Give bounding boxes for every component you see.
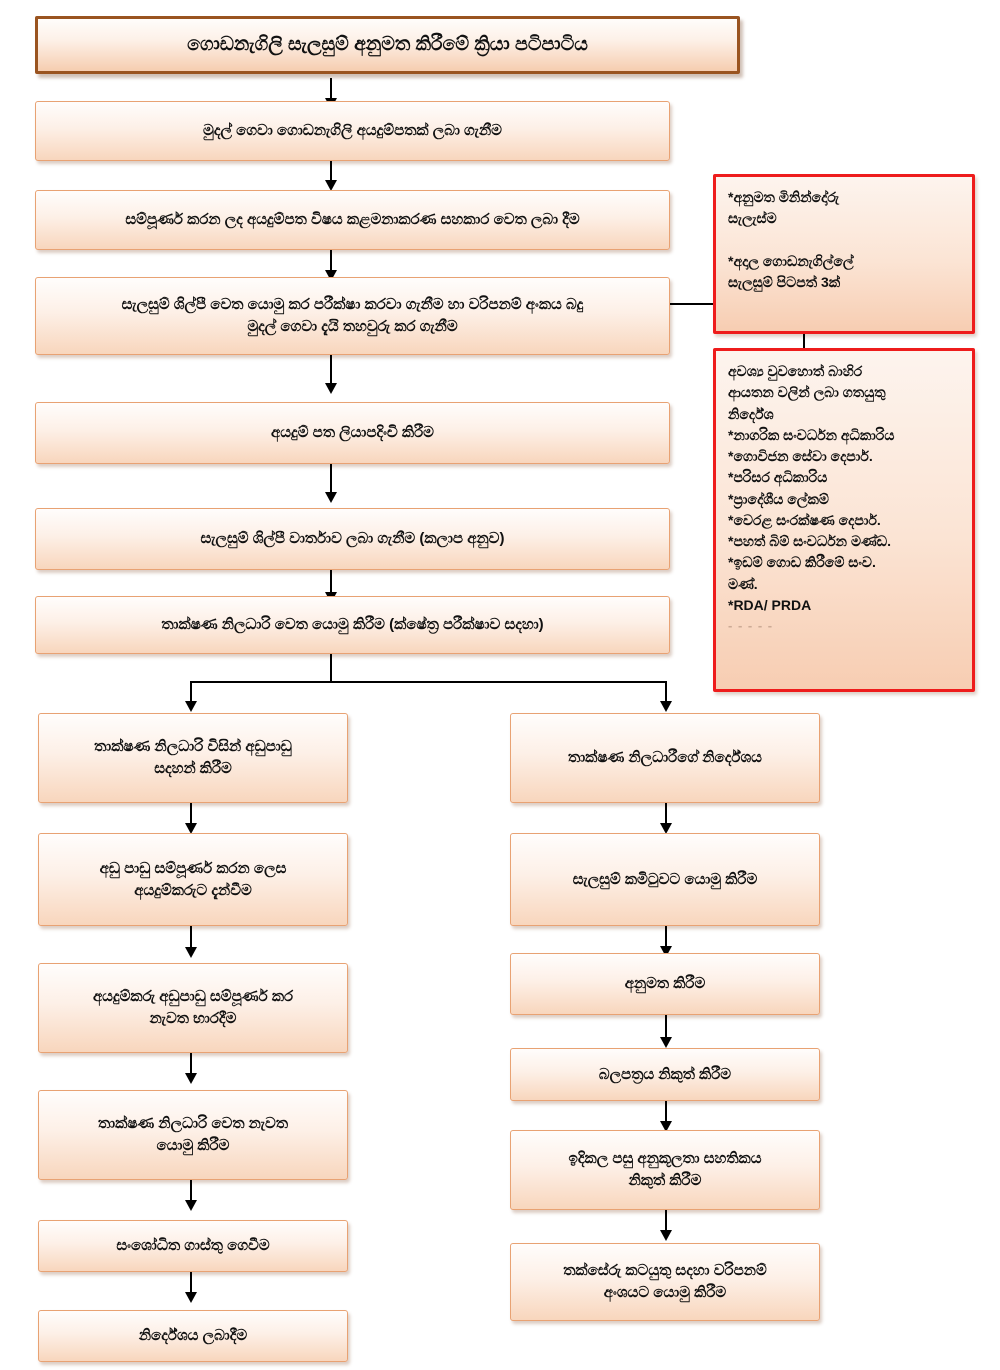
right-branch-box-5: ඉදිකල පසු අනුකූලතා සහතිකය නිකුත් කිරීම — [510, 1130, 820, 1210]
left-branch-box-6: නිර්දේශය ලබාදීම — [38, 1310, 348, 1362]
note-box-1-line-4: සැලසුම් පිටපත් 3ක් — [728, 274, 841, 291]
connector-right-3-4 — [665, 1015, 667, 1041]
arrowhead-left-5-6 — [185, 1292, 197, 1303]
left-branch-box-2: අඩු පාඩු සම්පූර්ණ කරන ලෙස අයදුම්කරුට දැන… — [38, 833, 348, 926]
left-branch-box-6-text: නිර්දේශය ලබාදීම — [138, 1327, 248, 1345]
note-box-2-clipped-line: - - - - - — [728, 618, 774, 634]
note-box-2-line-8: *වෙරළ සංරක්ෂණ දෙපාර්. — [728, 511, 881, 528]
note-box-2-line-1: අවශ්‍ය වුවහොත් බාහිර — [728, 363, 863, 379]
step-box-3-text: සැලසුම් ශිල්පී වෙත යොමු කර පරීක්ෂා කරවා … — [121, 296, 584, 335]
right-branch-box-4: බලපත්‍රය නිකුත් කිරීම — [510, 1048, 820, 1101]
arrowhead-step4-step5 — [325, 492, 337, 503]
note-box-2-line-6: *පරිසර අධිකාරිය — [728, 469, 828, 486]
connector-split-right-drop — [665, 681, 667, 703]
connector-step3-step4 — [330, 355, 332, 385]
arrowhead-right-1-2 — [660, 823, 672, 834]
step-box-1: මුදල් ගෙවා ගොඩනැගිලි අයදුම්පතක් ලබා ගැනී… — [35, 101, 670, 161]
step-box-2: සම්පූර්ණ කරන ලද අයදුම්පත විෂය කළමනාකරණ ස… — [35, 190, 670, 250]
arrowhead-step2-step3 — [325, 270, 337, 281]
connector-title-step1 — [330, 78, 332, 101]
note-box-1-line-2: සැලැස්ම — [728, 210, 777, 227]
step-box-3: සැලසුම් ශිල්පී වෙත යොමු කර පරීක්ෂා කරවා … — [35, 277, 670, 355]
connector-split-left-drop — [190, 681, 192, 703]
arrowhead-right-2-3 — [660, 946, 672, 957]
step-box-5-text: සැලසුම් ශිල්පී වාර්තාව ලබා ගැනීම (කලාප අ… — [200, 530, 505, 548]
right-branch-box-1: තාක්ෂණ නිලධාරීගේ නිර්දේශය — [510, 713, 820, 803]
arrowhead-right-4-5 — [660, 1121, 672, 1132]
connector-step1-step2 — [330, 161, 332, 183]
connector-step6-split-stem — [330, 654, 332, 681]
arrowhead-right-3-4 — [660, 1037, 672, 1048]
connector-right-5-6 — [665, 1210, 667, 1232]
arrowhead-right-5-6 — [660, 1230, 672, 1241]
connector-right-4-5 — [665, 1101, 667, 1125]
arrowhead-step1-step2 — [325, 180, 337, 191]
right-branch-box-2: සැලසුම් කමිටුවට යොමු කිරීම — [510, 833, 820, 926]
right-branch-box-3: අනුමත කිරීම — [510, 953, 820, 1015]
arrowhead-left-2-3 — [185, 947, 197, 958]
arrowhead-left-4-5 — [185, 1200, 197, 1211]
connector-step5-step6 — [330, 570, 332, 595]
connector-step2-step3 — [330, 250, 332, 273]
arrowhead-left-1-2 — [185, 823, 197, 834]
step-box-4: අයදුම් පත ලියාපදිංචි කිරීම — [35, 402, 670, 464]
note-box-2-line-7: *ප්‍රාදේශීය ලේකම් — [728, 490, 829, 507]
note-box-1-spacer — [728, 230, 960, 251]
note-box-2-line-10: *ඉඩම් ගොඩ කිරීමේ සංව. — [728, 554, 876, 571]
connector-left-5-6 — [190, 1272, 192, 1295]
note-box-2-line-5: *ගොවිජන සේවා දෙපාර්. — [728, 448, 873, 465]
note-box-2: අවශ්‍ය වුවහොත් බාහිර ආයතන වලින් ලබා ගතයු… — [713, 348, 975, 692]
right-branch-box-3-text: අනුමත කිරීම — [624, 975, 706, 993]
step-box-2-text: සම්පූර්ණ කරන ලද අයදුම්පත විෂය කළමනාකරණ ස… — [125, 211, 580, 229]
flowchart-title-text: ගොඩනැගිලි සැලසුම් අනුමත කිරීමේ ක්‍රියා ප… — [187, 34, 588, 56]
connector-left-4-5 — [190, 1180, 192, 1204]
connector-step4-step5 — [330, 464, 332, 494]
arrowhead-step3-step4 — [325, 383, 337, 394]
note-box-2-line-2: ආයතන වලින් ලබා ගතයුතු — [728, 384, 886, 401]
right-branch-box-1-text: තාක්ෂණ නිලධාරීගේ නිර්දේශය — [568, 749, 762, 767]
left-branch-box-4: තාක්ෂණ නිලධාරි වෙත නැවත යොමු කිරීම — [38, 1090, 348, 1180]
note-box-1: *අනුමත මිනින්දෝරු සැලැස්ම *අදාල ගොඩනැගිල… — [713, 174, 975, 334]
note-box-2-line-4: *නාගරික සංවර්ධන අධිකාරිය — [728, 426, 895, 443]
right-branch-box-4-text: බලපත්‍රය නිකුත් කිරීම — [598, 1065, 732, 1083]
note-box-1-line-1: *අනුමත මිනින්දෝරු — [728, 189, 840, 205]
step-box-4-text: අයදුම් පත ලියාපදිංචි කිරීම — [271, 424, 434, 442]
note-box-2-line-12: *RDA/ PRDA — [728, 596, 812, 613]
note-box-2-line-11: මණ්. — [728, 575, 758, 592]
connector-split-horizontal — [190, 681, 667, 683]
connector-left-3-4 — [190, 1053, 192, 1076]
right-branch-box-5-text: ඉදිකල පසු අනුකූලතා සහතිකය නිකුත් කිරීම — [568, 1150, 762, 1189]
connector-right-1-2 — [665, 803, 667, 825]
step-box-6: තාක්ෂණ නිලධාරි වෙත යොමු කිරීම (ක්ෂේත්‍ර … — [35, 596, 670, 654]
flowchart-title-box: ගොඩනැගිලි සැලසුම් අනුමත කිරීමේ ක්‍රියා ප… — [35, 16, 740, 74]
left-branch-box-1: තාක්ෂණ නිලධාරි විසින් අඩුපාඩු සදහන් කිරී… — [38, 713, 348, 803]
arrowhead-split-right — [660, 701, 672, 712]
left-branch-box-5: සංශෝධිත ගාස්තු ගෙවීම — [38, 1220, 348, 1272]
step-box-1-text: මුදල් ගෙවා ගොඩනැගිලි අයදුම්පතක් ලබා ගැනී… — [203, 122, 502, 140]
left-branch-box-5-text: සංශෝධිත ගාස්තු ගෙවීම — [116, 1237, 270, 1255]
step-box-5: සැලසුම් ශිල්පී වාර්තාව ලබා ගැනීම (කලාප අ… — [35, 508, 670, 570]
left-branch-box-1-text: තාක්ෂණ නිලධාරි විසින් අඩුපාඩු සදහන් කිරී… — [94, 738, 292, 777]
connector-note1-note2 — [803, 334, 805, 350]
left-branch-box-2-text: අඩු පාඩු සම්පූර්ණ කරන ලෙස අයදුම්කරුට දැන… — [99, 859, 287, 899]
right-branch-box-2-text: සැලසුම් කමිටුවට යොමු කිරීම — [572, 870, 758, 888]
left-branch-box-4-text: තාක්ෂණ නිලධාරි වෙත නැවත යොමු කිරීම — [97, 1115, 289, 1154]
step-box-6-text: තාක්ෂණ නිලධාරි වෙත යොමු කිරීම (ක්ෂේත්‍ර … — [161, 616, 544, 634]
note-box-2-line-9: *පහත් බිම් සංවර්ධන මණ්ඩ. — [728, 533, 891, 550]
note-box-1-line-3: *අදාල ගොඩනැගිල්ලේ — [728, 252, 854, 269]
left-branch-box-3-text: අයදුම්කරු අඩුපාඩු සම්පූර්ණ කර නැවත භාරදී… — [92, 988, 294, 1027]
right-branch-box-6-text: තක්සේරු කටයුතු සදහා වරිපනම් අංශයට යොමු ක… — [563, 1262, 767, 1301]
left-branch-box-3: අයදුම්කරු අඩුපාඩු සම්පූර්ණ කර නැවත භාරදී… — [38, 963, 348, 1053]
connector-step3-note1 — [670, 303, 715, 305]
arrowhead-split-left — [185, 701, 197, 712]
connector-right-2-3 — [665, 926, 667, 948]
connector-left-1-2 — [190, 803, 192, 825]
connector-left-2-3 — [190, 926, 192, 949]
note-box-2-line-3: නිර්දේශ — [728, 405, 774, 422]
arrowhead-left-3-4 — [185, 1073, 197, 1084]
right-branch-box-6: තක්සේරු කටයුතු සදහා වරිපනම් අංශයට යොමු ක… — [510, 1243, 820, 1321]
